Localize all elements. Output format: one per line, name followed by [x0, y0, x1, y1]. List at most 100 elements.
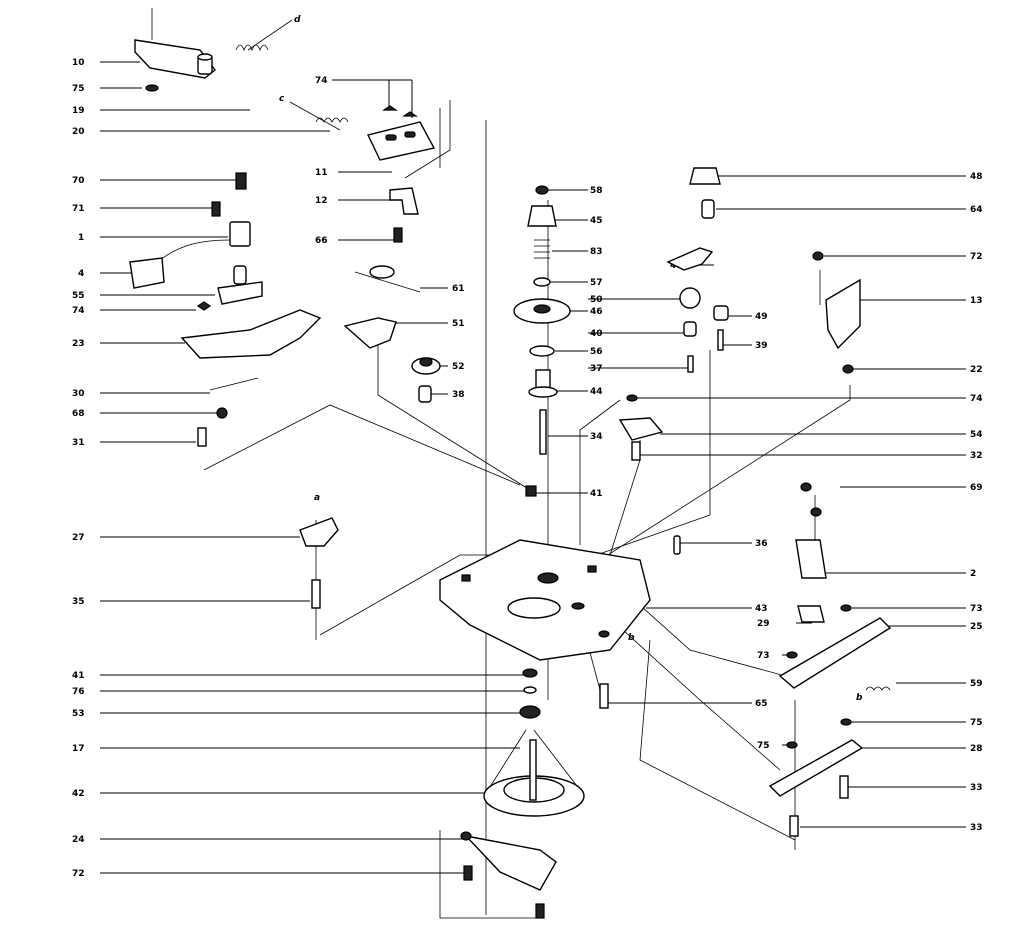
part-70-screw	[235, 172, 247, 190]
label-48: 48	[970, 172, 983, 182]
label-2: 2	[970, 569, 976, 579]
label-28: 28	[970, 744, 983, 754]
label-54: 54	[970, 430, 983, 440]
label-24: 24	[72, 835, 85, 845]
part-23-plate	[180, 309, 322, 359]
part-68-screw	[216, 407, 228, 419]
label-39: 39	[755, 341, 768, 351]
label-41-mid: 41	[590, 489, 603, 499]
label-73-mid: 73	[757, 651, 770, 661]
label-27: 27	[72, 533, 85, 543]
part-71-screw	[211, 201, 221, 217]
part-2-switch	[795, 539, 827, 579]
part-53-pulley	[519, 705, 541, 719]
part-27-bracket	[299, 517, 339, 547]
part-45-cap	[527, 205, 557, 227]
part-19-spring	[235, 44, 269, 52]
part-35-pin	[311, 579, 321, 609]
label-72: 72	[72, 869, 85, 879]
part-12-bracket	[389, 187, 419, 215]
label-13: 13	[970, 296, 983, 306]
part-75-washer	[145, 84, 159, 92]
part-73-clips	[786, 604, 852, 659]
label-29: 29	[757, 619, 770, 629]
part-65-screw	[599, 683, 609, 709]
label-71: 71	[72, 204, 85, 214]
part-33-pins	[789, 775, 849, 837]
part-37-pin	[687, 355, 694, 373]
part-74-clip	[196, 301, 212, 311]
right-labels: 48 64 72 13 22 74 54 32 69 2 73 25 59 75…	[670, 172, 983, 833]
part-47-lever	[666, 247, 714, 271]
label-68: 68	[72, 409, 85, 419]
part-74-clip-right	[626, 394, 638, 402]
left-labels: 10 75 19 20 70 71 1 4 55 74 23 30 68 31 …	[72, 58, 85, 879]
left-leaders	[100, 61, 524, 874]
middle-leaders	[332, 79, 695, 494]
label-44: 44	[590, 387, 603, 397]
label-10: 10	[72, 58, 85, 68]
part-72-screws-lower	[463, 865, 545, 919]
label-56: 56	[590, 347, 603, 357]
part-4-connector	[129, 257, 165, 289]
label-33-upper: 33	[970, 783, 983, 793]
label-35: 35	[72, 597, 85, 607]
part-83-spring	[534, 239, 550, 259]
part-50-gear	[679, 287, 701, 309]
right-leaders	[606, 175, 966, 828]
part-1-switch	[159, 221, 251, 261]
label-74-right: 74	[970, 394, 983, 404]
label-42: 42	[72, 789, 85, 799]
part-59-spring	[865, 686, 891, 691]
part-28-slide	[768, 739, 864, 797]
label-72-right: 72	[970, 252, 983, 262]
part-39-pin	[717, 329, 724, 351]
part-22-clip	[842, 364, 854, 374]
label-65: 65	[755, 699, 768, 709]
marker-b-lever: b	[856, 693, 863, 703]
part-56-washer	[529, 345, 555, 357]
assembly-lines	[151, 8, 851, 919]
part-62-spring	[233, 265, 247, 285]
middle-labels: 74 11 12 66 58 45 83 57 50 46 40 56 37 4…	[315, 76, 603, 499]
label-45: 45	[590, 216, 603, 226]
label-59: 59	[970, 679, 983, 689]
part-58-ring	[535, 185, 549, 195]
label-49: 49	[755, 312, 768, 322]
label-38: 38	[452, 390, 465, 400]
part-11-slider	[366, 105, 436, 161]
label-52: 52	[452, 362, 465, 372]
part-44-hub	[528, 369, 558, 398]
part-64-spring	[701, 199, 715, 219]
label-22: 22	[970, 365, 983, 375]
label-34: 34	[590, 432, 603, 442]
label-53: 53	[72, 709, 85, 719]
label-74: 74	[72, 306, 85, 316]
label-76: 76	[72, 687, 85, 697]
part-36-pin	[673, 535, 681, 555]
label-51: 51	[452, 319, 465, 329]
label-61: 61	[452, 284, 465, 294]
part-10-bracket	[134, 39, 216, 79]
part-29-bracket	[797, 605, 825, 623]
part-41-washer-lower	[522, 668, 538, 678]
label-43: 43	[755, 604, 768, 614]
label-11: 11	[315, 168, 328, 178]
part-48-knob	[689, 167, 721, 185]
part-75-clips-right	[786, 718, 852, 749]
label-19: 19	[72, 106, 85, 116]
part-38-roller	[418, 385, 432, 403]
label-4: 4	[78, 269, 84, 279]
label-1: 1	[78, 233, 84, 243]
part-31-pin	[197, 427, 207, 447]
label-40: 40	[590, 329, 603, 339]
part-55-lever	[217, 281, 263, 305]
part-24-bracket	[460, 831, 557, 891]
label-20: 20	[72, 127, 85, 137]
label-75-right: 75	[970, 718, 983, 728]
part-34-shaft	[539, 409, 547, 455]
part-76-washer	[523, 686, 537, 694]
label-32: 32	[970, 451, 983, 461]
part-52-gear	[411, 357, 441, 375]
part-46-disc	[513, 298, 571, 324]
